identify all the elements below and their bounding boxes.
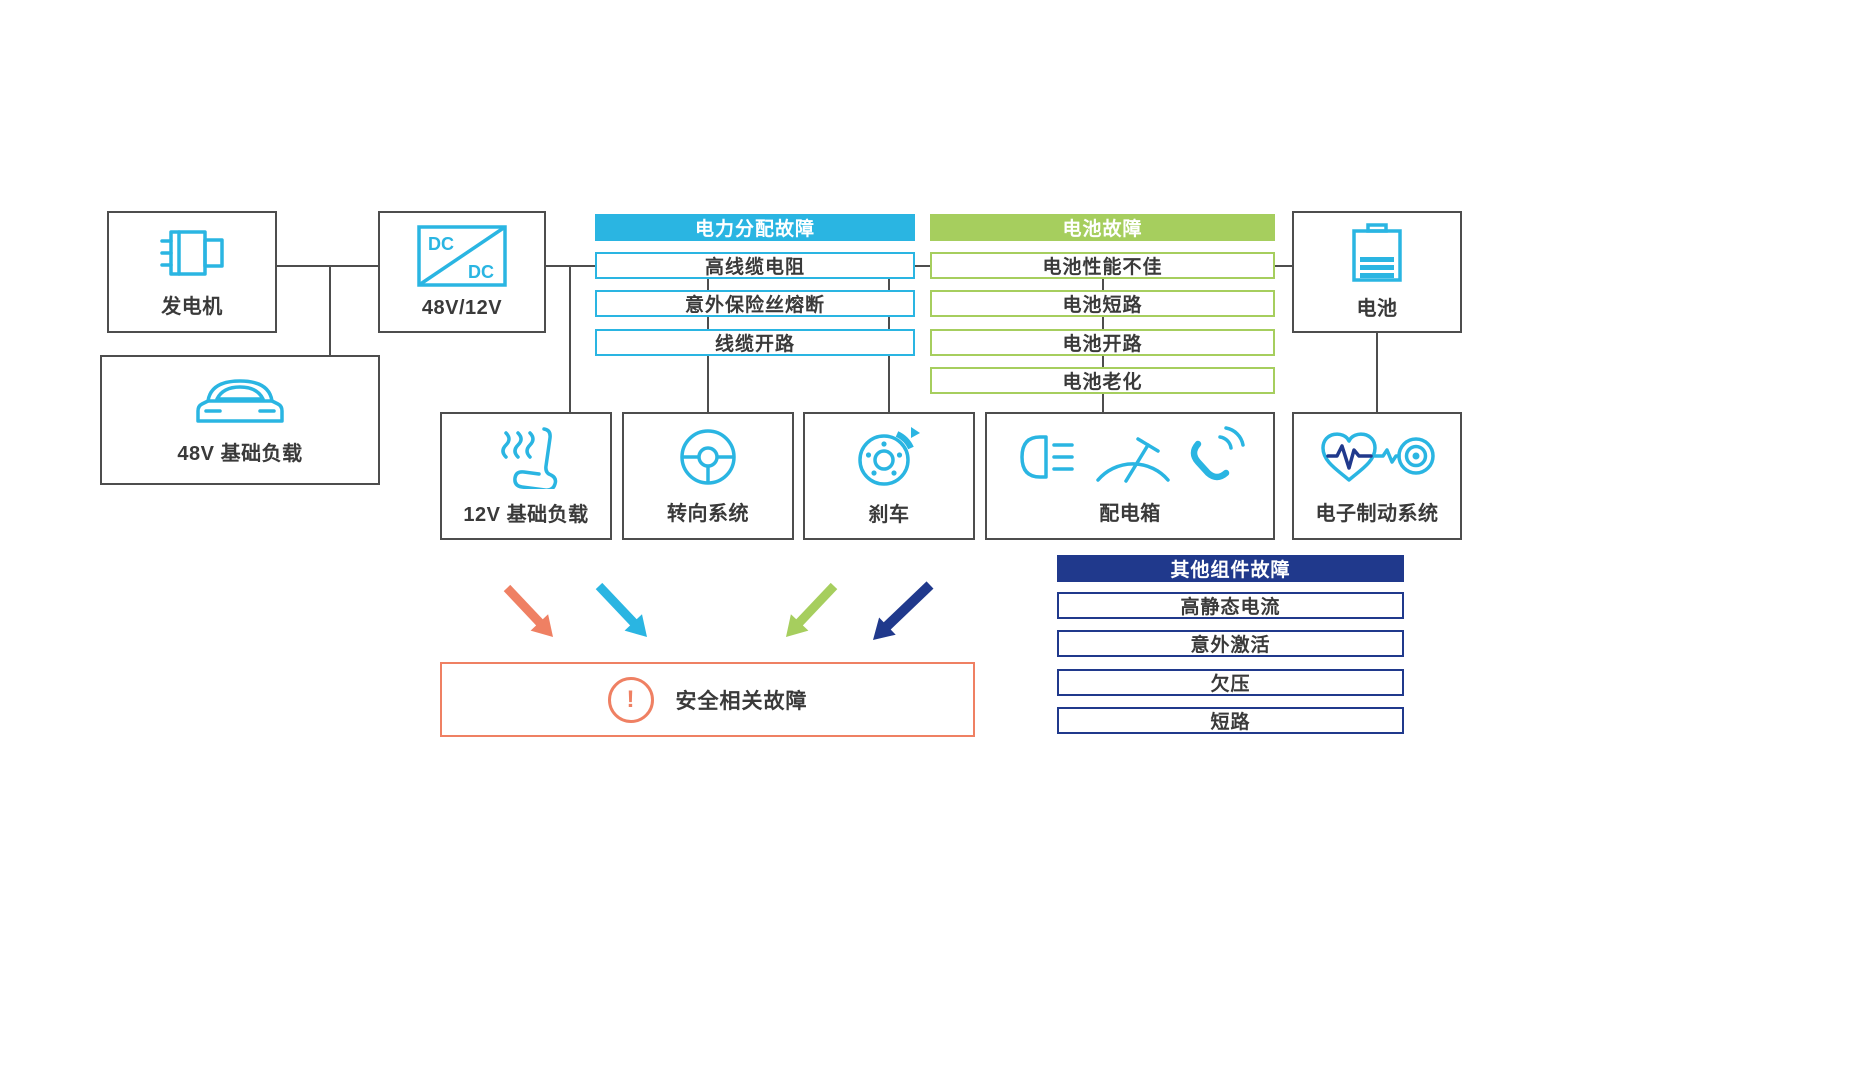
battery-fault-item: 电池老化	[930, 367, 1275, 394]
battery-fault-item-label: 电池性能不佳	[1042, 257, 1163, 278]
battery-fault-item: 电池短路	[930, 290, 1275, 317]
battery-fault-header: 电池故障	[930, 214, 1275, 241]
battery-fault-item: 电池开路	[930, 329, 1275, 356]
node-fuse-box: 配电箱	[985, 412, 1275, 540]
other-fault-item: 意外激活	[1057, 630, 1404, 657]
node-12v-base-load-label: 12V 基础负载	[463, 504, 589, 526]
warning-mark: !	[626, 685, 635, 713]
dcdc-icon: DC DC	[417, 225, 507, 287]
other-fault-header: 其他组件故障	[1057, 555, 1404, 582]
node-e-brake-label: 电子制动系统	[1315, 503, 1439, 525]
heart-ecg-icon	[1321, 432, 1435, 482]
fuse-box-icons	[1020, 426, 1245, 483]
heated-seat-icon	[501, 427, 558, 489]
battery-fault-item-label: 电池短路	[1062, 295, 1143, 316]
node-12v-base-load: 12V 基础负载	[440, 412, 612, 540]
dc-top-text: DC	[428, 234, 454, 254]
power-fault-item: 高线缆电阻	[595, 252, 915, 279]
other-fault-title: 其他组件故障	[1170, 560, 1291, 581]
power-fault-item-label: 线缆开路	[714, 334, 795, 355]
node-generator: 发电机	[107, 211, 277, 333]
node-generator-label: 发电机	[161, 296, 223, 318]
node-steering: 转向系统	[622, 412, 794, 540]
battery-icon	[1352, 223, 1402, 282]
warning-icon: !	[607, 676, 654, 723]
steering-wheel-icon	[680, 429, 736, 485]
car-icon	[196, 379, 284, 423]
node-48v-base-load-label: 48V 基础负载	[177, 443, 303, 465]
other-fault-item-label: 短路	[1210, 712, 1251, 733]
node-dcdc-converter: DC DC 48V/12V	[378, 211, 546, 333]
other-fault-item: 欠压	[1057, 669, 1404, 696]
wiper-icon	[1096, 462, 1170, 482]
node-fuse-box-label: 配电箱	[1099, 503, 1161, 525]
node-battery-label: 电池	[1356, 298, 1398, 320]
safety-fault-label: 安全相关故障	[675, 689, 808, 713]
other-fault-item: 高静态电流	[1057, 592, 1404, 619]
dc-bottom-text: DC	[468, 262, 494, 282]
other-fault-item-label: 欠压	[1210, 674, 1251, 695]
battery-fault-title: 电池故障	[1062, 219, 1143, 240]
power-fault-item-label: 意外保险丝熔断	[684, 295, 825, 316]
headlight-icon	[1020, 435, 1048, 479]
power-fault-header: 电力分配故障	[595, 214, 915, 241]
battery-fault-item: 电池性能不佳	[930, 252, 1275, 279]
battery-fault-item-label: 电池开路	[1062, 334, 1143, 355]
other-fault-item-label: 高静态电流	[1180, 597, 1281, 618]
power-fault-item: 线缆开路	[595, 329, 915, 356]
node-brake: 刹车	[803, 412, 975, 540]
other-fault-item-label: 意外激活	[1190, 635, 1271, 656]
node-brake-label: 刹车	[868, 504, 910, 526]
generator-icon	[160, 230, 224, 276]
node-48v-base-load: 48V 基础负载	[100, 355, 380, 485]
battery-fault-item-label: 电池老化	[1062, 372, 1143, 393]
power-fault-item: 意外保险丝熔断	[595, 290, 915, 317]
node-steering-label: 转向系统	[667, 503, 749, 525]
node-e-brake: 电子制动系统	[1292, 412, 1462, 540]
node-battery: 电池	[1292, 211, 1462, 333]
power-fault-title: 电力分配故障	[694, 219, 815, 240]
brake-disc-icon	[858, 427, 920, 486]
power-fault-item-label: 高线缆电阻	[704, 257, 805, 278]
safety-fault-box: ! 安全相关故障	[440, 662, 975, 737]
node-dcdc-label: 48V/12V	[421, 297, 503, 319]
other-fault-item: 短路	[1057, 707, 1404, 734]
phone-icon	[1190, 440, 1230, 481]
